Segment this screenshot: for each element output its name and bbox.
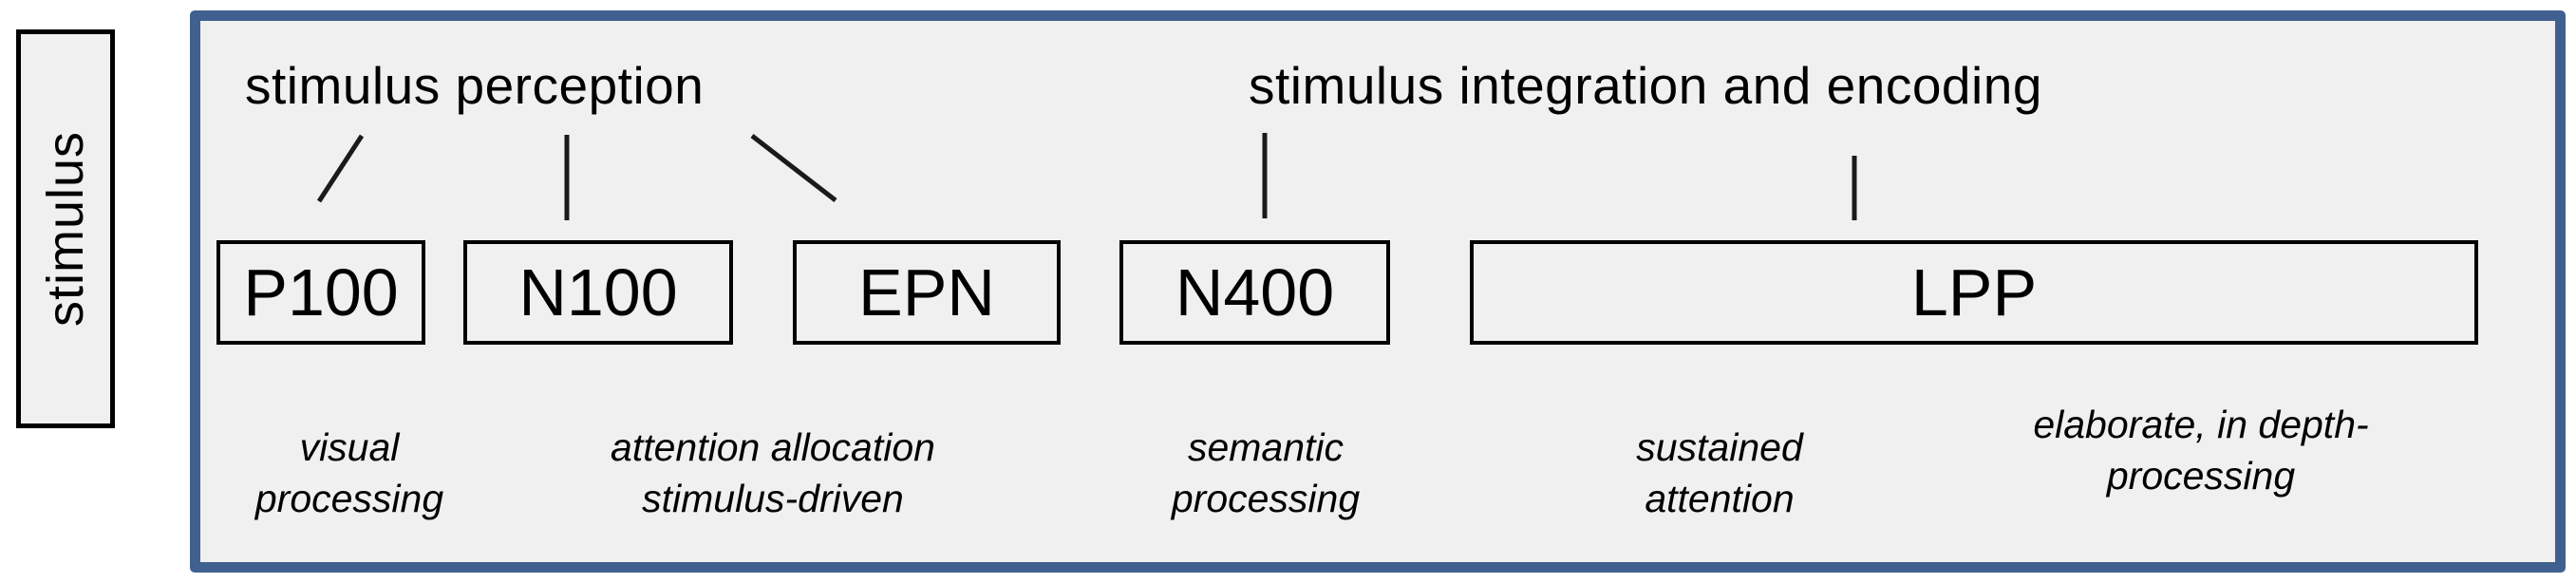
description-line: sustained [1636,425,1803,469]
erp-box-p100: P100 [216,240,425,345]
description-line: stimulus-driven [642,477,904,521]
erp-box-label: LPP [1910,255,2038,329]
erp-box-label: P100 [243,255,399,329]
description-sustained-attention: sustained attention [1636,422,1803,524]
erp-box-label: N100 [518,255,678,329]
description-attention-allocation: attention allocation stimulus-driven [611,422,935,524]
group-label-stimulus-perception: stimulus perception [245,56,705,115]
erp-box-n400: N400 [1119,240,1390,345]
description-visual-processing: visual processing [255,422,443,524]
stimulus-source-box: stimulus [16,29,115,428]
erp-box-n100: N100 [463,240,733,345]
erp-box-label: EPN [858,255,995,329]
description-elaborate-in-depth-processing: elaborate, in depth- processing [2033,399,2368,501]
description-line: processing [254,477,444,521]
description-line: processing [2106,454,2296,498]
erp-box-lpp: LPP [1470,240,2478,345]
description-line: visual [299,425,400,469]
description-line: attention allocation [611,425,935,469]
description-line: attention [1645,477,1795,521]
stimulus-label: stimulus [37,130,95,328]
erp-box-label: N400 [1175,255,1335,329]
group-label-stimulus-integration-encoding: stimulus integration and encoding [1249,56,2042,115]
description-line: elaborate, in depth- [2033,403,2369,446]
erp-box-epn: EPN [793,240,1061,345]
description-line: semantic [1187,425,1344,469]
description-line: processing [1171,477,1361,521]
description-semantic-processing: semantic processing [1172,422,1360,524]
